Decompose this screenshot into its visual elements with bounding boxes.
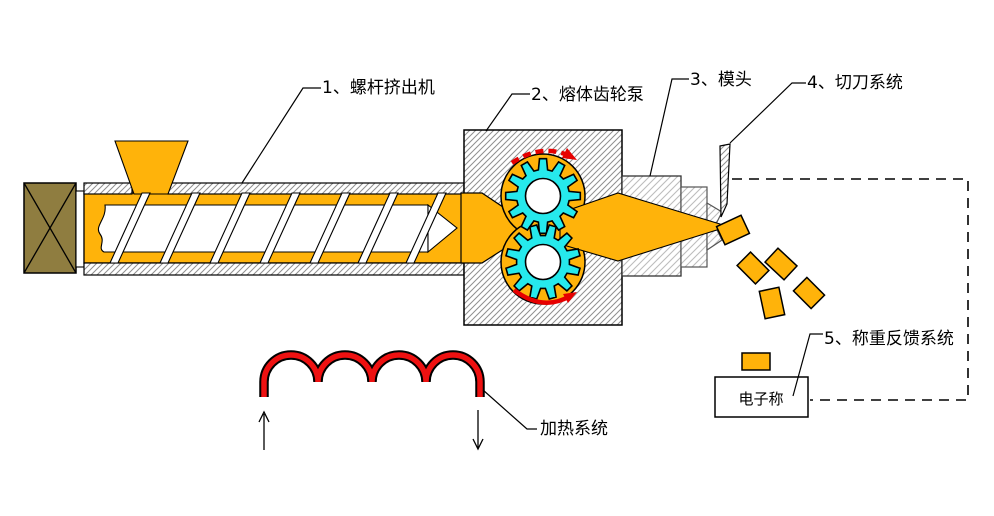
label-cutter: 4、切刀系统 (807, 73, 903, 93)
gear-top-bore (524, 177, 562, 215)
drive-connector (75, 190, 85, 268)
barrel-top-wall-right (167, 182, 465, 195)
pump-gears (504, 148, 582, 305)
leader-gear-pump (485, 93, 530, 132)
feedback-loop-dashed (732, 178, 969, 401)
label-weighing: 5、称重反馈系统 (824, 329, 954, 349)
heating-system (258, 350, 485, 451)
label-gear-pump: 2、熔体齿轮泵 (531, 85, 644, 105)
barrel-top-wall-left (83, 182, 133, 195)
rotation-arrow-top-head (562, 148, 577, 160)
pellet-on-scale (741, 352, 771, 371)
motor-unit (23, 182, 85, 274)
heater-outlet-arrow (472, 410, 484, 451)
leader-weighing (792, 333, 823, 397)
label-die-head: 3、模头 (690, 70, 752, 90)
pellet-2 (736, 251, 770, 285)
pellet-4 (792, 276, 826, 310)
heater-coil (261, 352, 483, 397)
label-extruder: 1、螺杆挤出机 (322, 78, 435, 98)
leader-extruder (241, 87, 321, 184)
pellet-1 (715, 214, 751, 246)
leader-heater (482, 389, 537, 430)
hopper-funnel (114, 140, 189, 195)
heater-inlet-arrow (258, 410, 270, 450)
cutter-blade (719, 143, 731, 218)
screw-flights (109, 192, 447, 264)
motor-cross-line-2 (23, 182, 77, 274)
leader-die-head (649, 78, 689, 177)
pellets (715, 214, 826, 371)
feed-hopper (114, 140, 189, 195)
callouts: 1、螺杆挤出机 2、熔体齿轮泵 3、模头 4、切刀系统 5、称重反馈系统 加热系… (241, 70, 954, 439)
gear-bottom-bore (524, 243, 562, 281)
pellet-3 (763, 247, 799, 281)
cutter-system (719, 143, 731, 218)
label-heater: 加热系统 (540, 419, 608, 439)
extruder-screw (97, 192, 458, 264)
leader-cutter (729, 82, 806, 144)
electronic-scale: 电子称 (714, 376, 809, 418)
electronic-scale-box (714, 376, 809, 418)
rotation-arrow-bottom-head (563, 292, 577, 303)
barrel-bottom-wall (83, 262, 465, 276)
pellet-5 (758, 286, 786, 320)
electronic-scale-label: 电子称 (738, 390, 783, 408)
